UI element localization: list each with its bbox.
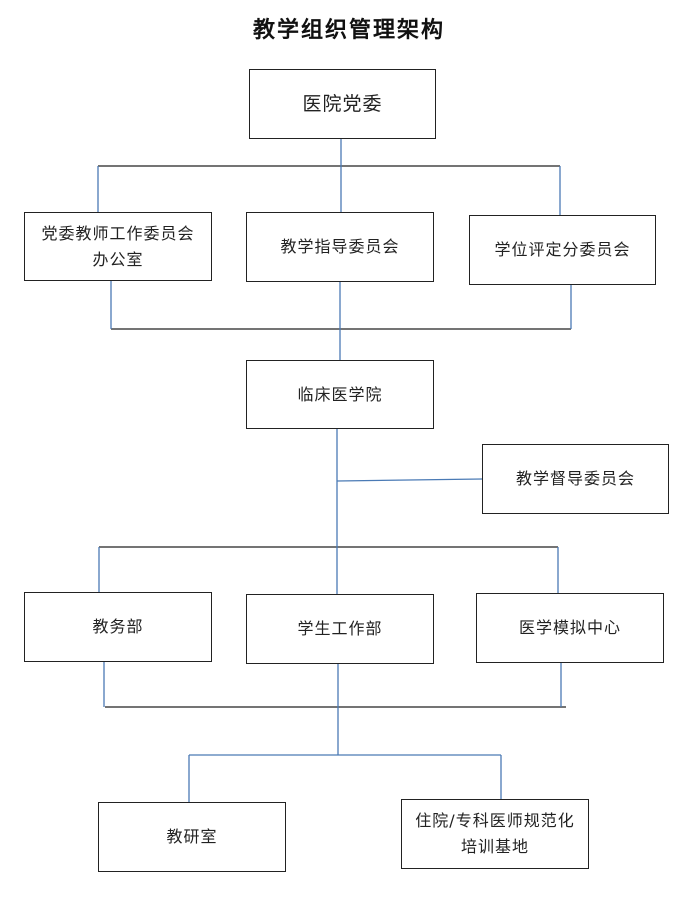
node-teaching-research-office: 教研室	[98, 802, 286, 872]
node-teaching-supervision-committee: 教学督导委员会	[482, 444, 669, 514]
node-teacher-work-office: 党委教师工作委员会办公室	[24, 212, 212, 281]
node-student-affairs: 学生工作部	[246, 594, 434, 664]
node-label: 学生工作部	[297, 619, 383, 638]
node-label: 住院/专科医师规范化培训基地	[415, 811, 575, 856]
node-label: 教研室	[166, 827, 218, 846]
node-label: 教务部	[92, 617, 144, 636]
node-simulation-center: 医学模拟中心	[476, 593, 664, 663]
node-residency-training-base: 住院/专科医师规范化培训基地	[401, 799, 589, 869]
node-label: 党委教师工作委员会办公室	[41, 223, 195, 269]
node-label: 临床医学院	[297, 384, 383, 404]
node-degree-committee: 学位评定分委员会	[469, 215, 656, 285]
node-teaching-guidance-committee: 教学指导委员会	[246, 212, 434, 282]
conn-supervision	[336, 478, 483, 482]
node-label: 学位评定分委员会	[494, 240, 631, 259]
node-clinical-college: 临床医学院	[246, 360, 434, 429]
node-party-committee: 医院党委	[249, 69, 436, 139]
diagram-title: 教学组织管理架构	[252, 18, 445, 43]
node-label: 教学指导委员会	[280, 237, 400, 256]
node-academic-affairs: 教务部	[24, 592, 212, 662]
node-label: 医学模拟中心	[518, 618, 621, 637]
node-label: 医院党委	[302, 93, 383, 115]
node-label: 教学督导委员会	[515, 469, 635, 488]
